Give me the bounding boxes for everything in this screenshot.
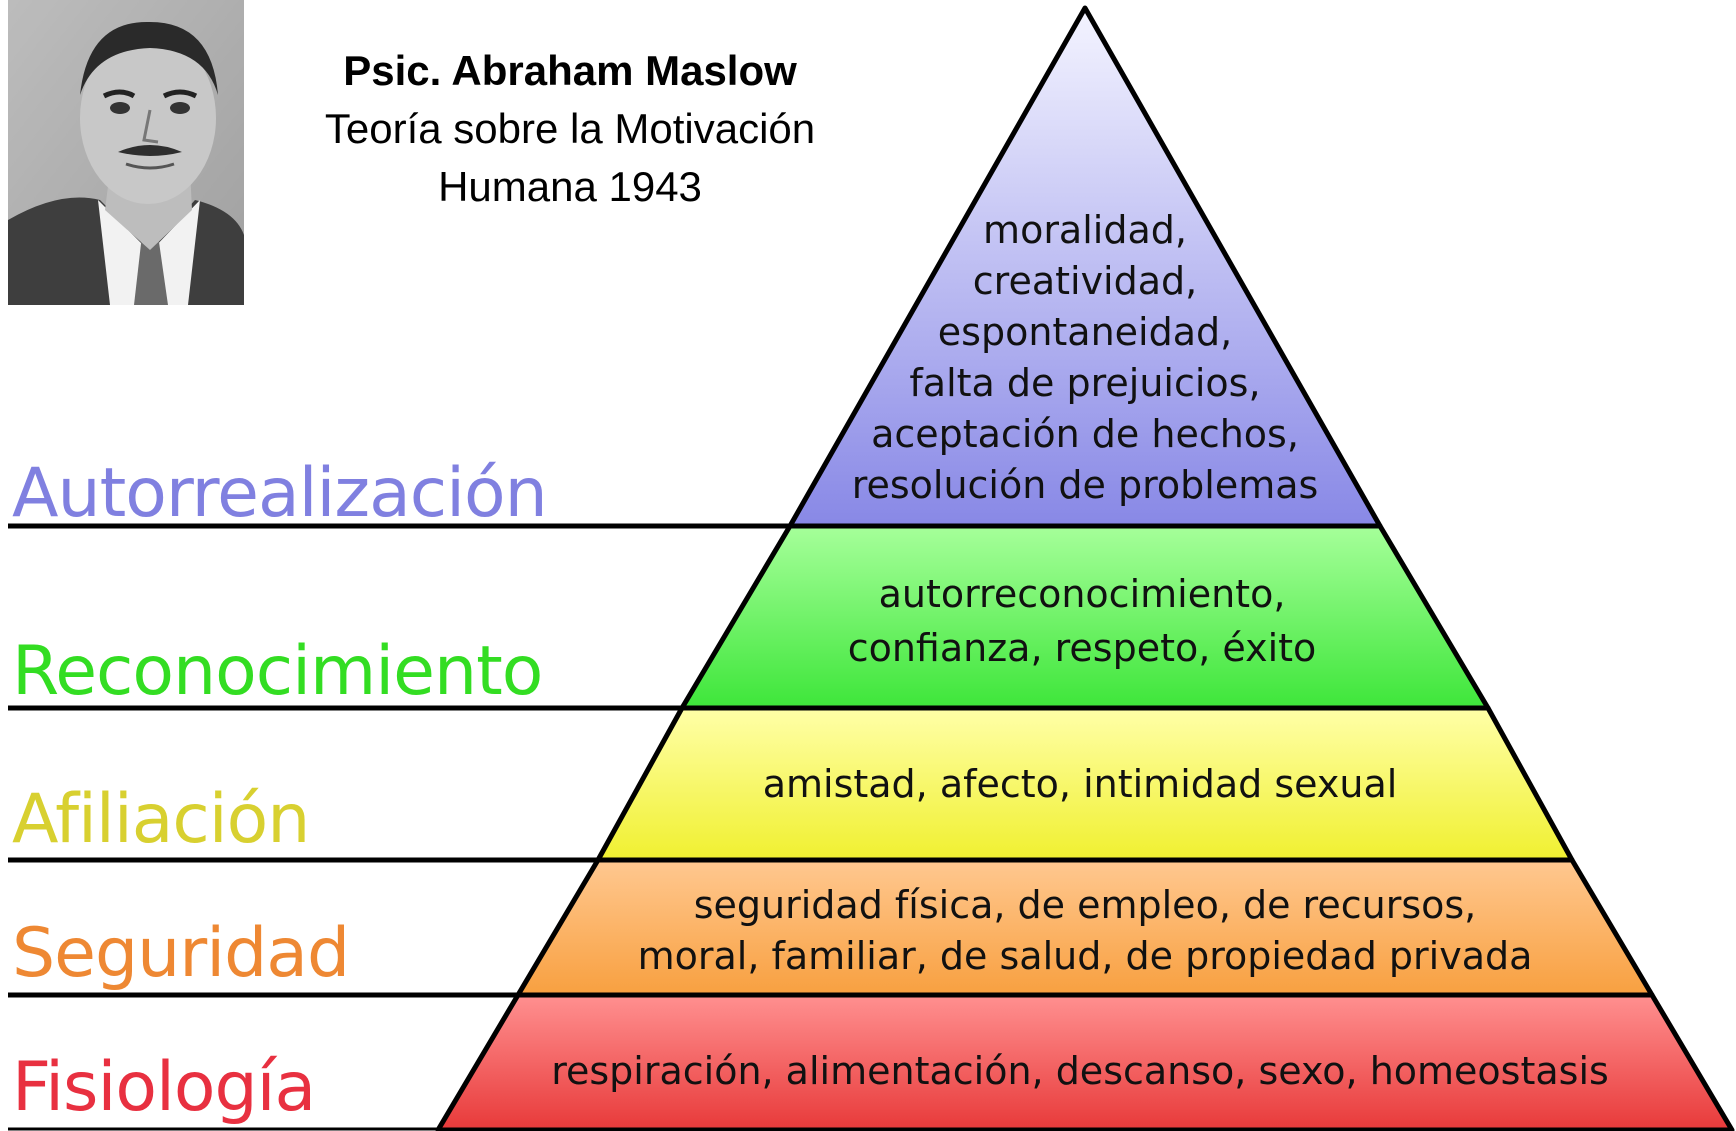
level-label-reconocimiento: Reconocimiento <box>12 632 543 711</box>
portrait-photo <box>8 0 244 305</box>
tier-line: creatividad, <box>972 259 1198 303</box>
author-name: Psic. Abraham Maslow <box>343 47 797 94</box>
tier-line: autorreconocimiento, <box>878 572 1286 616</box>
tier-text-autorrealizacion: moralidad, creatividad, espontaneidad, f… <box>852 205 1319 511</box>
tier-line: respiración, alimentación, descanso, sex… <box>551 1049 1609 1093</box>
tier-text-fisiologia: respiración, alimentación, descanso, sex… <box>551 1046 1609 1097</box>
tier-text-reconocimiento: autorreconocimiento, confianza, respeto,… <box>848 567 1317 675</box>
tier-line: espontaneidad, <box>937 310 1233 354</box>
tier-line: aceptación de hechos, <box>871 412 1299 456</box>
tier-line: falta de prejuicios, <box>909 361 1261 405</box>
tier-text-seguridad: seguridad física, de empleo, de recursos… <box>638 880 1533 982</box>
tier-line: confianza, respeto, éxito <box>847 626 1317 670</box>
caption-line-3: Humana 1943 <box>438 163 702 210</box>
tier-line: moral, familiar, de salud, de propiedad … <box>637 934 1533 978</box>
tier-line: seguridad física, de empleo, de recursos… <box>693 883 1477 927</box>
tier-text-afiliacion: amistad, afecto, intimidad sexual <box>763 759 1398 810</box>
level-label-seguridad: Seguridad <box>12 914 350 993</box>
tier-line: moralidad, <box>983 208 1187 252</box>
caption-line-2: Teoría sobre la Motivación <box>324 105 816 152</box>
level-label-autorrealizacion: Autorrealización <box>12 454 548 533</box>
tier-fisiologia <box>435 992 1735 1131</box>
tier-line: amistad, afecto, intimidad sexual <box>762 762 1398 806</box>
author-caption: Psic. Abraham Maslow Teoría sobre la Mot… <box>300 42 840 216</box>
level-label-afiliacion: Afiliación <box>12 780 310 859</box>
level-label-fisiologia: Fisiología <box>12 1048 316 1127</box>
tier-line: resolución de problemas <box>851 463 1319 507</box>
